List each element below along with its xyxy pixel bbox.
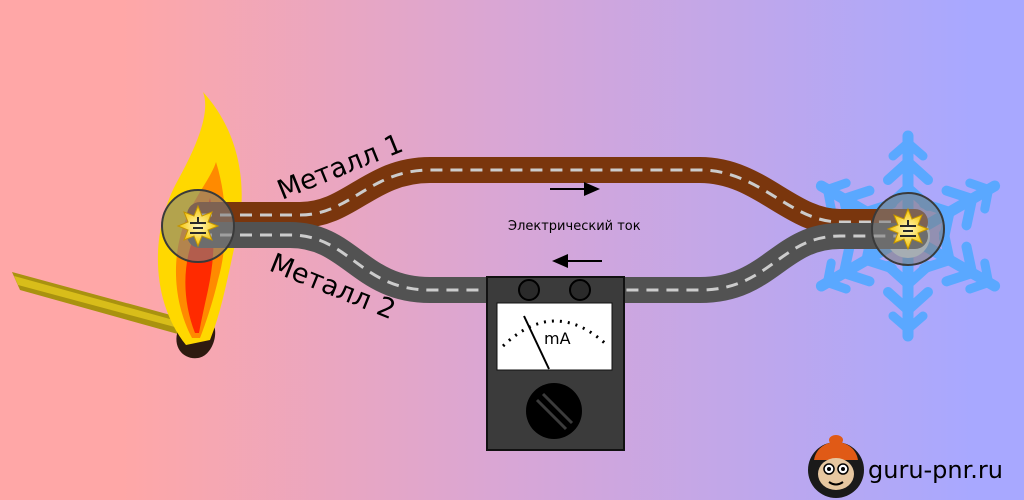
arrow-left-icon xyxy=(552,254,602,268)
meter-needle xyxy=(523,315,550,370)
milliammeter: mA xyxy=(486,276,625,451)
arrow-right-icon xyxy=(550,182,600,196)
meter-knob xyxy=(526,383,582,439)
meter-terminal-left xyxy=(518,279,540,301)
cold-junction-icon xyxy=(871,192,945,266)
mascot-logo xyxy=(808,435,864,498)
wire-metal-1 xyxy=(187,157,928,235)
meter-unit-label: mA xyxy=(544,329,571,348)
meter-terminal-right xyxy=(569,279,591,301)
hot-junction-icon xyxy=(161,189,235,263)
current-label: Электрический ток xyxy=(508,219,641,234)
site-label: guru-pnr.ru xyxy=(868,456,1003,484)
meter-dial-face xyxy=(496,302,613,371)
